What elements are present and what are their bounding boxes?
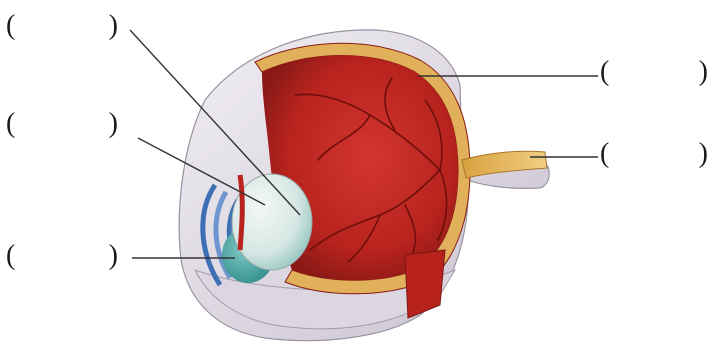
close-paren: ) [109,242,118,270]
open-paren: ( [600,140,609,168]
label-blank-optic-nerve: ( ) [600,140,708,172]
close-paren: ) [699,140,708,168]
answer-blank [20,246,104,270]
label-blank-mid-left: ( ) [6,110,118,142]
open-paren: ( [6,242,15,270]
answer-blank [20,114,104,138]
close-paren: ) [109,12,118,40]
open-paren: ( [600,58,609,86]
open-paren: ( [6,12,15,40]
label-blank-retina: ( ) [600,58,708,90]
choroid-cutaway [405,250,445,318]
answer-blank [614,144,694,168]
label-blank-low-left: ( ) [6,242,118,274]
answer-blank [20,16,104,40]
close-paren: ) [699,58,708,86]
open-paren: ( [6,110,15,138]
ciliary-strand [240,175,242,250]
close-paren: ) [109,110,118,138]
label-blank-top-left: ( ) [6,12,118,44]
answer-blank [614,62,694,86]
